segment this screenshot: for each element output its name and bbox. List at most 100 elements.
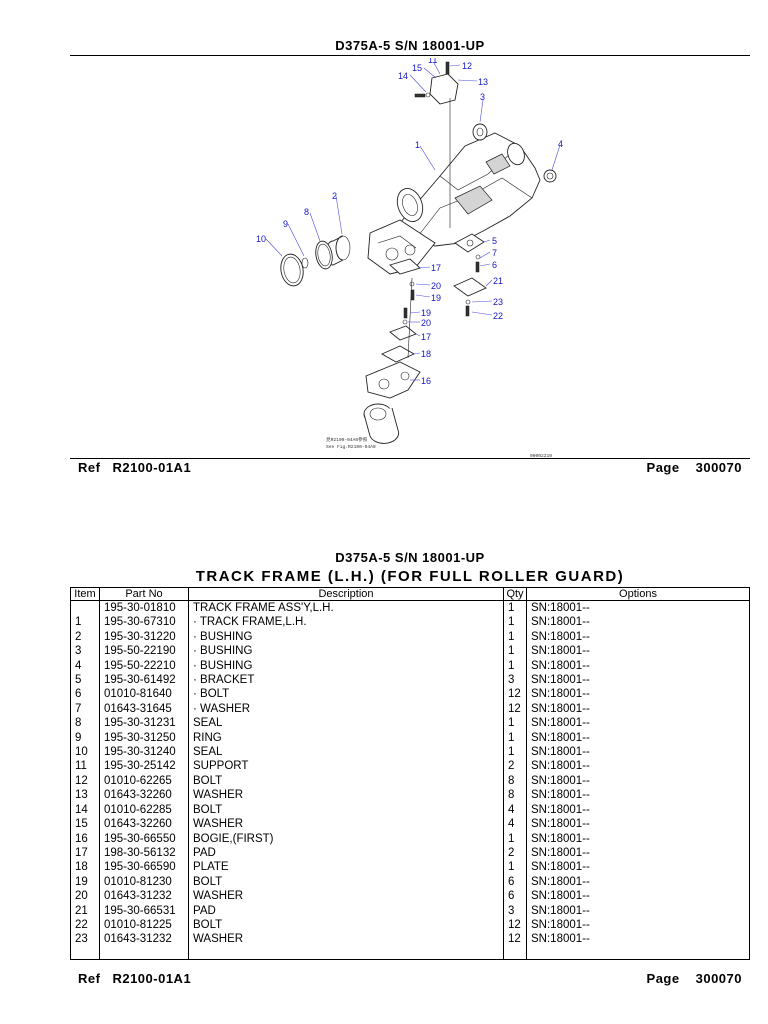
part-no-cell: 195-30-01810 (99, 600, 189, 616)
column-header-description: Description (188, 587, 504, 601)
qty-cell: 3 (503, 673, 527, 688)
item-cell: 17 (70, 845, 100, 861)
qty-cell: 6 (503, 874, 527, 890)
description-cell: · TRACK FRAME,L.H. (188, 615, 504, 630)
qty-cell: 1 (503, 730, 527, 746)
ref-label: Ref (78, 460, 101, 475)
description-cell: SEAL (188, 745, 504, 760)
callout-label: 21 (493, 276, 503, 286)
description-cell: SEAL (188, 716, 504, 731)
qty-cell: 2 (503, 759, 527, 774)
part-no-cell: 195-30-31240 (99, 745, 189, 760)
page-header: D375A-5 S/N 18001-UP (335, 550, 485, 565)
item-cell: 22 (70, 917, 100, 933)
callout-label: 4 (558, 139, 563, 149)
options-cell: SN:18001-- (526, 889, 750, 904)
item-cell: 1 (70, 615, 100, 630)
part-no-cell: 195-30-31220 (99, 629, 189, 645)
item-cell: 12 (70, 773, 100, 789)
qty-cell: 1 (503, 615, 527, 630)
part-no-cell: 195-30-61492 (99, 673, 189, 688)
qty-cell: 1 (503, 860, 527, 875)
qty-cell: 2 (503, 845, 527, 861)
page-header: D375A-5 S/N 18001-UP (335, 38, 485, 53)
empty-cell (188, 946, 504, 960)
description-cell: WASHER (188, 932, 504, 947)
description-cell: RING (188, 730, 504, 746)
callout-label: 13 (478, 77, 488, 87)
parts-table: Item Part No Description Qty Options 195… (70, 587, 750, 960)
options-cell: SN:18001-- (526, 860, 750, 875)
part-no-cell: 01010-62285 (99, 802, 189, 818)
item-cell: 14 (70, 802, 100, 818)
header-rule (70, 55, 750, 56)
callout-label: 9 (283, 219, 288, 229)
options-cell: SN:18001-- (526, 658, 750, 674)
callout-label: 23 (493, 297, 503, 307)
seal-ring-part (280, 253, 304, 287)
footer-rule (70, 458, 750, 459)
bogie-part (365, 361, 421, 399)
qty-cell: 1 (503, 600, 527, 616)
options-cell: SN:18001-- (526, 687, 750, 702)
callout-label: 11 (428, 58, 437, 65)
part-no-cell: 195-30-25142 (99, 759, 189, 774)
part-no-cell: 01010-81225 (99, 917, 189, 933)
options-cell: SN:18001-- (526, 817, 750, 832)
description-cell: BOGIE,(FIRST) (188, 831, 504, 846)
empty-cell (99, 946, 189, 960)
qty-cell: 1 (503, 644, 527, 659)
description-cell: BOLT (188, 917, 504, 933)
part-no-cell: 195-30-31231 (99, 716, 189, 731)
part-no-cell: 195-50-22210 (99, 658, 189, 674)
options-cell: SN:18001-- (526, 745, 750, 760)
part-no-cell: 195-30-66590 (99, 860, 189, 875)
qty-cell: 8 (503, 788, 527, 803)
part-no-cell: 01643-31232 (99, 932, 189, 947)
description-cell: BOLT (188, 773, 504, 789)
qty-cell: 12 (503, 932, 527, 947)
options-cell: SN:18001-- (526, 673, 750, 688)
item-cell: 21 (70, 903, 100, 918)
empty-cell (70, 946, 100, 960)
description-cell: TRACK FRAME ASS'Y,L.H. (188, 600, 504, 616)
part-no-cell: 01010-62265 (99, 773, 189, 789)
column-header-item: Item (70, 587, 100, 601)
description-cell: · BOLT (188, 687, 504, 702)
qty-cell: 1 (503, 745, 527, 760)
callout-label: 20 (431, 281, 441, 291)
diagram-note: See Fig.R2100-04A0 (326, 444, 376, 450)
description-cell: BOLT (188, 874, 504, 890)
options-cell: SN:18001-- (526, 917, 750, 933)
part-no-cell: 01010-81640 (99, 687, 189, 702)
options-cell: SN:18001-- (526, 644, 750, 659)
item-cell: 10 (70, 745, 100, 760)
column-header-options: Options (526, 587, 750, 601)
item-cell: 20 (70, 889, 100, 904)
column-header-part-no: Part No (99, 587, 189, 601)
options-cell: SN:18001-- (526, 600, 750, 616)
callout-label: 19 (431, 293, 441, 303)
description-cell: WASHER (188, 788, 504, 803)
item-cell: 6 (70, 687, 100, 702)
options-cell: SN:18001-- (526, 773, 750, 789)
ref-value: R2100-01A1 (112, 971, 192, 986)
description-cell: SUPPORT (188, 759, 504, 774)
description-cell: WASHER (188, 817, 504, 832)
part-no-cell: 01010-81230 (99, 874, 189, 890)
page-label: Page (646, 460, 680, 475)
options-cell: SN:18001-- (526, 759, 750, 774)
bushing-3-part (472, 123, 488, 141)
